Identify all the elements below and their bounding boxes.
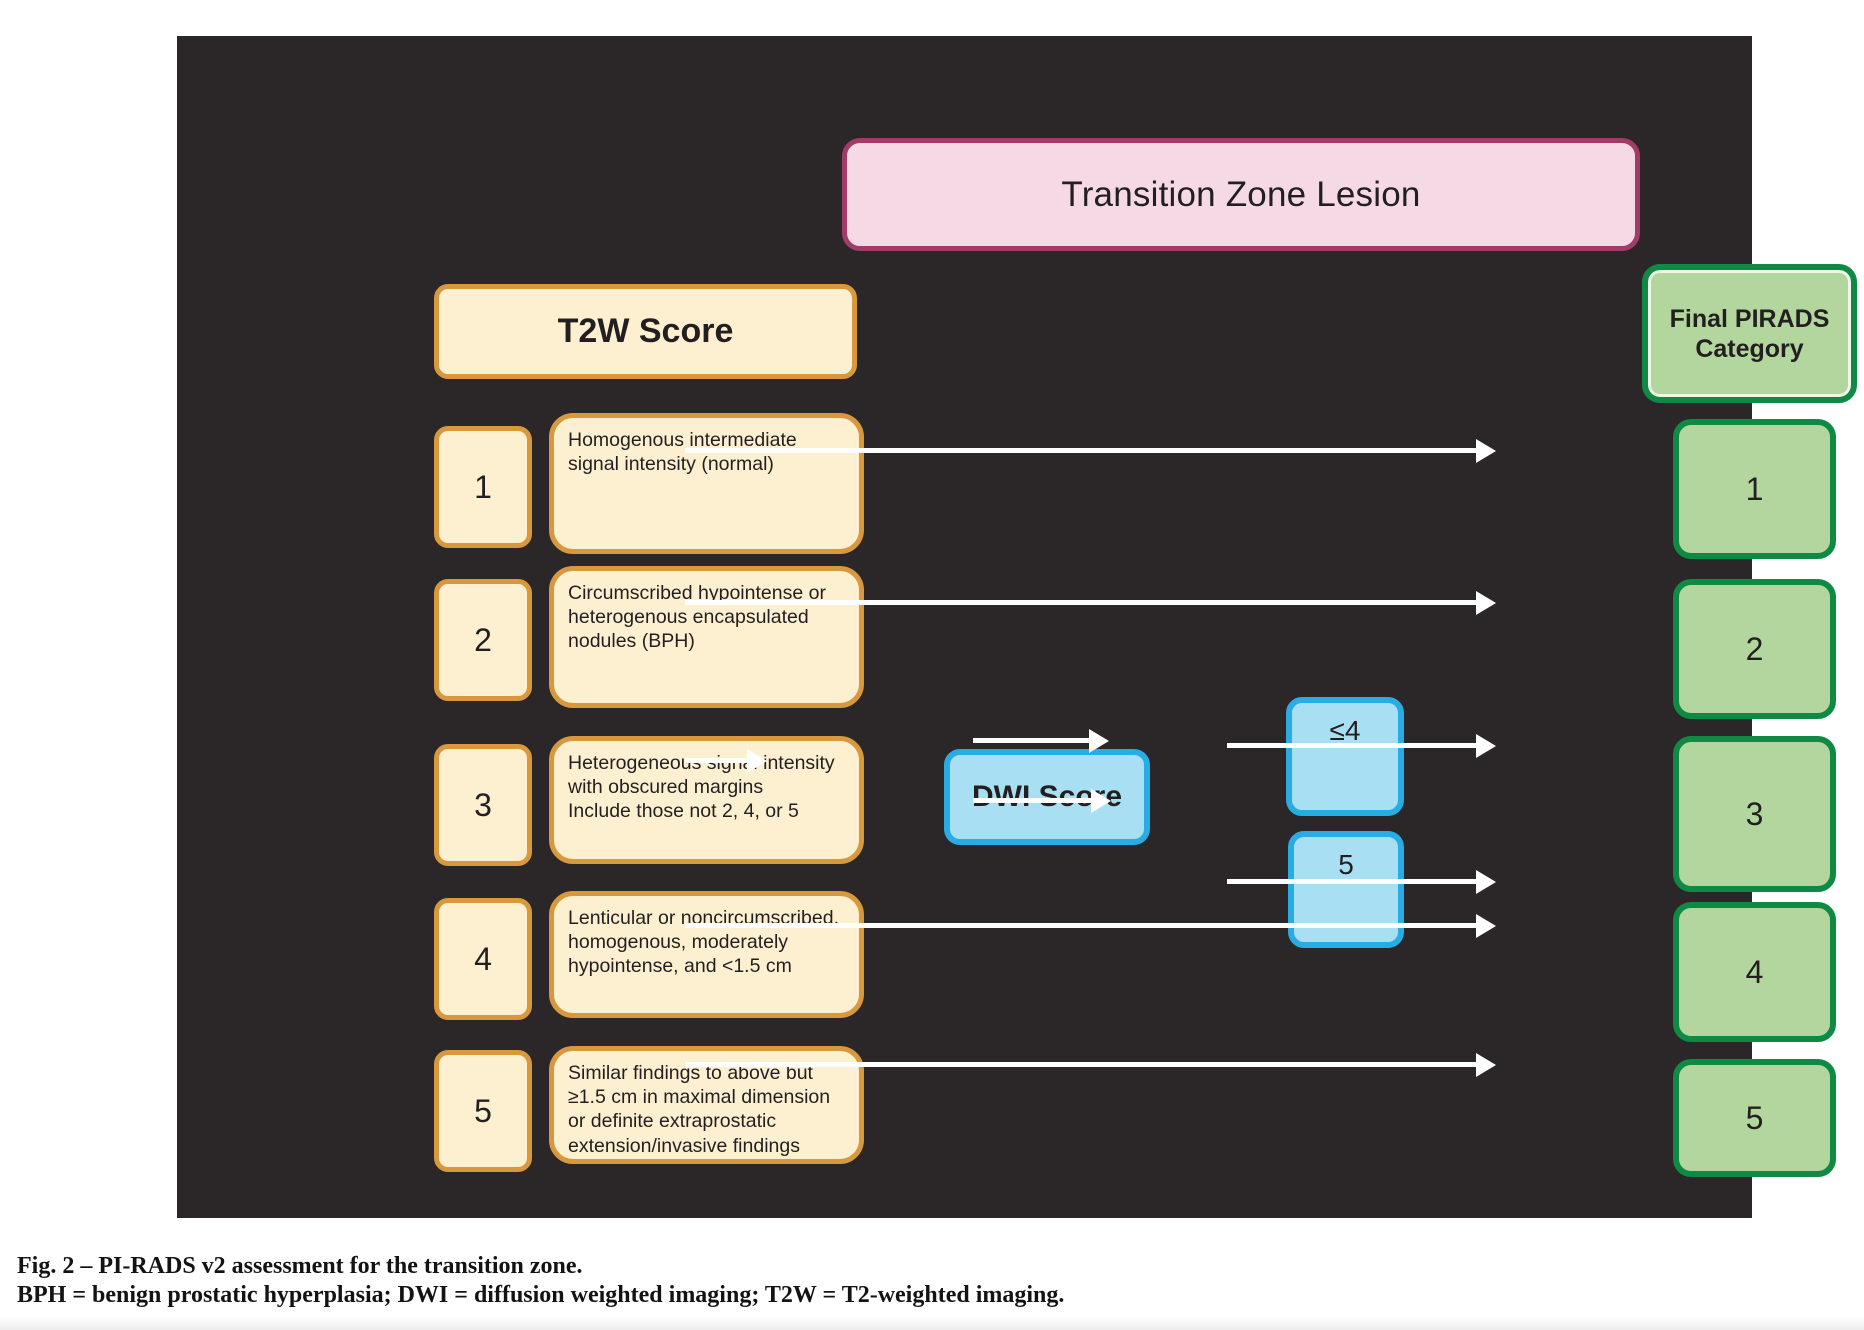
t2w-description-4: Lenticular or noncircumscribed, homogeno… <box>568 907 839 978</box>
t2w-score-1: 1 <box>474 468 492 505</box>
arrow-le4-to-cat3 <box>1227 743 1476 748</box>
final-category-box-2: 2 <box>1673 579 1836 719</box>
dwi-branch-5-box: 5 <box>1288 831 1404 948</box>
t2w-description-box-2: Circumscribed hypointense or heterogenou… <box>549 566 864 708</box>
arrow-t2w2-to-cat2 <box>685 600 1476 605</box>
t2w-description-3: Heterogeneous signal intensity with obsc… <box>568 752 835 823</box>
t2w-score-box-2: 2 <box>434 579 532 701</box>
t2w-description-box-4: Lenticular or noncircumscribed, homogeno… <box>549 891 864 1018</box>
t2w-score-4: 4 <box>474 940 492 977</box>
final-category-box-3: 3 <box>1673 736 1836 892</box>
t2w-score-2: 2 <box>474 621 492 658</box>
final-pirads-header-text: Final PIRADS Category <box>1669 304 1830 363</box>
title-text: Transition Zone Lesion <box>1061 174 1421 214</box>
dwi-branch-5-text: 5 <box>1338 849 1354 880</box>
t2w-score-5: 5 <box>474 1092 492 1129</box>
final-category-1: 1 <box>1745 470 1764 507</box>
t2w-score-3: 3 <box>474 786 492 823</box>
final-category-4: 4 <box>1745 953 1764 990</box>
t2w-description-5: Similar findings to above but ≥1.5 cm in… <box>568 1062 831 1157</box>
t2w-description-2: Circumscribed hypointense or heterogenou… <box>568 582 826 653</box>
t2w-description-box-1: Homogenous intermediate signal intensity… <box>549 413 864 554</box>
t2w-score-box-1: 1 <box>434 426 532 548</box>
arrow-t2w5-to-cat5 <box>685 1062 1476 1067</box>
title-box: Transition Zone Lesion <box>842 138 1640 251</box>
t2w-score-box-3: 3 <box>434 744 532 866</box>
t2w-score-box-5: 5 <box>434 1050 532 1172</box>
final-pirads-header-box: Final PIRADS Category <box>1642 264 1857 403</box>
t2w-score-box-4: 4 <box>434 898 532 1020</box>
figure-caption: Fig. 2 – PI-RADS v2 assessment for the t… <box>17 1252 1064 1310</box>
final-category-box-5: 5 <box>1673 1059 1836 1177</box>
t2w-score-header-box: T2W Score <box>434 284 857 379</box>
diagram-panel: Transition Zone Lesion T2W Score Final P… <box>177 36 1857 1218</box>
arrow-t2w1-to-cat1 <box>685 448 1476 453</box>
arrow-dwi-to-le4 <box>973 738 1089 743</box>
final-category-5: 5 <box>1745 1099 1764 1136</box>
dwi-branch-le4-text: ≤4 <box>1329 715 1361 746</box>
final-category-3: 3 <box>1745 795 1764 832</box>
final-category-box-1: 1 <box>1673 419 1836 559</box>
t2w-description-box-3: Heterogeneous signal intensity with obsc… <box>549 736 864 864</box>
dwi-branch-le4-box: ≤4 <box>1286 697 1404 816</box>
dwi-score-box: DWI Score <box>944 749 1150 845</box>
t2w-description-1: Homogenous intermediate signal intensity… <box>568 429 797 476</box>
final-category-box-4: 4 <box>1673 902 1836 1042</box>
final-category-2: 2 <box>1745 630 1764 667</box>
figure-caption-line2: BPH = benign prostatic hyperplasia; DWI … <box>17 1282 1065 1308</box>
figure-caption-line1: Fig. 2 – PI-RADS v2 assessment for the t… <box>17 1253 583 1279</box>
arrow-dwi-to-5 <box>973 798 1091 803</box>
arrow-t2w4-to-cat4 <box>685 923 1476 928</box>
page-bottom-strip <box>0 1316 1864 1330</box>
arrow-t2w3-to-dwi <box>685 758 747 763</box>
arrow-5-to-cat4 <box>1227 879 1476 884</box>
t2w-score-header-text: T2W Score <box>557 312 734 350</box>
